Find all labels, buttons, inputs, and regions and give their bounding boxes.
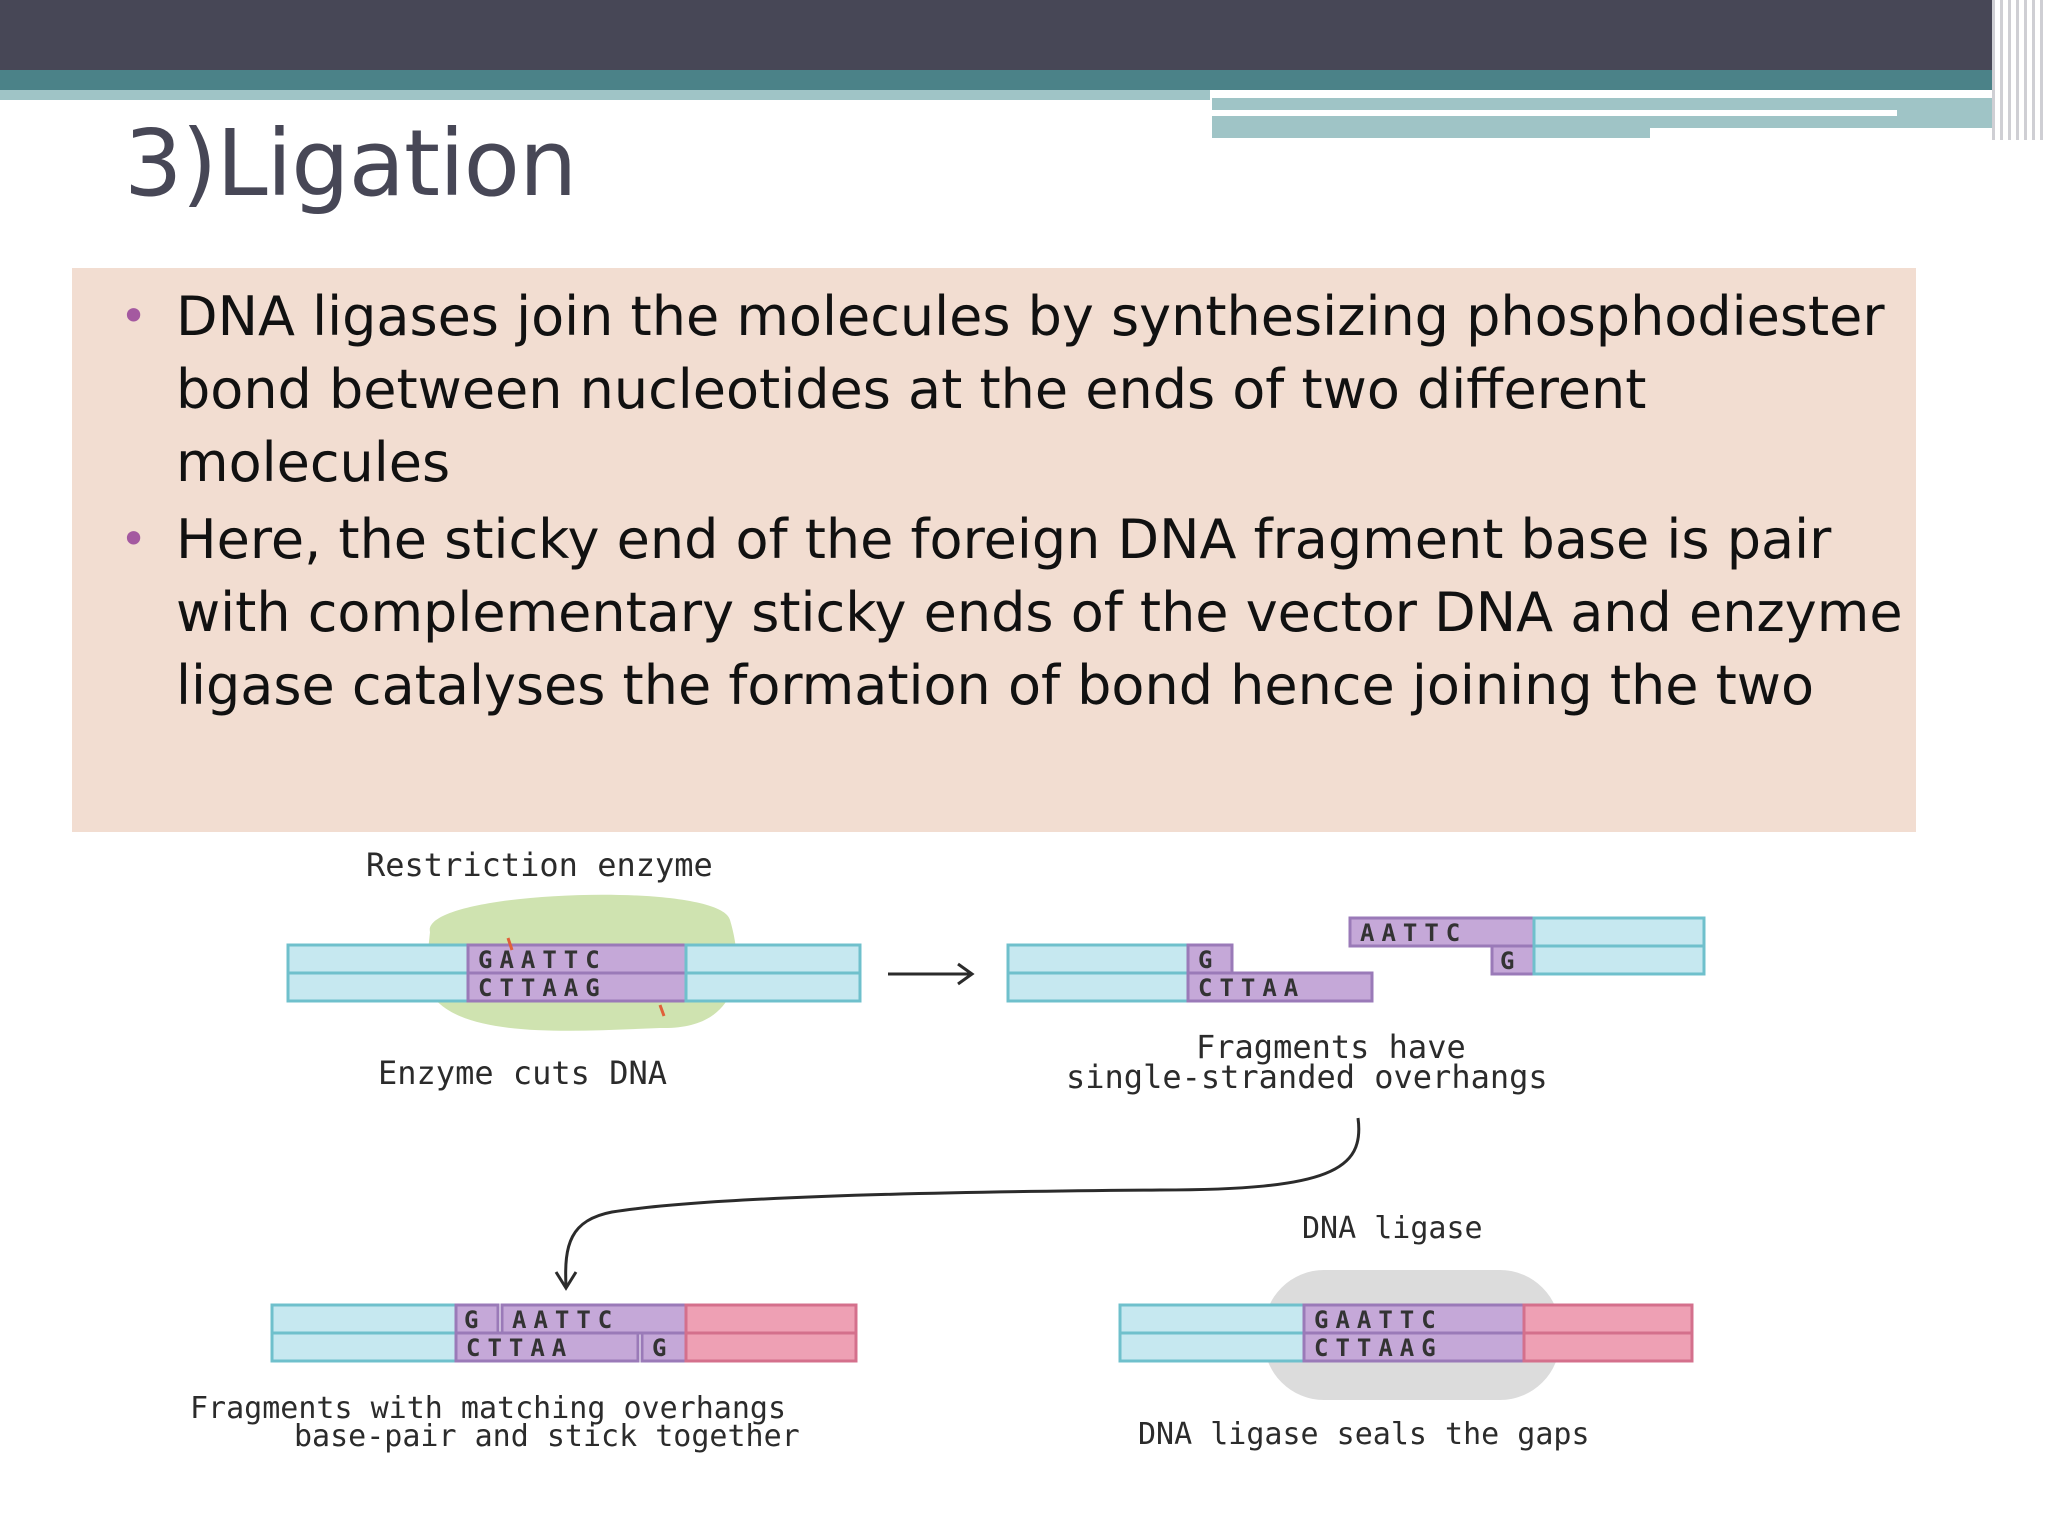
paired-top-left: G — [464, 1306, 485, 1334]
ligation-diagram: Restriction enzyme GAATTC CTTAAG Enzyme … — [190, 846, 1706, 1454]
accent-band-light — [0, 90, 1210, 100]
sealed-dna — [1118, 1303, 1694, 1363]
bullet-text: Here, the sticky end of the foreign DNA … — [176, 508, 1903, 717]
ligase-label: DNA ligase — [1302, 1211, 1483, 1246]
frag-left-bottom: CTTAA — [1198, 974, 1305, 1002]
frag-left-top: G — [1198, 946, 1219, 974]
seq-top: GAATTC — [478, 946, 607, 974]
cut-marker-icon — [658, 1004, 666, 1017]
fragment-left — [1006, 943, 1374, 1003]
sealed-seq-bottom: CTTAAG — [1314, 1334, 1443, 1362]
overhangs-label-2: single-stranded overhangs — [1066, 1058, 1548, 1096]
bullet-item: • DNA ligases join the molecules by synth… — [104, 280, 1904, 499]
arrowhead-icon — [554, 1271, 578, 1291]
cut-label: Enzyme cuts DNA — [378, 1054, 667, 1092]
bullet-text: DNA ligases join the molecules by synthe… — [176, 285, 1885, 494]
annealed-dna — [270, 1303, 858, 1363]
paired-top-right: AATTC — [512, 1306, 619, 1334]
overhangs-label-1: Fragments have — [1196, 1028, 1466, 1066]
bullet-dot-icon: • — [120, 289, 148, 343]
paired-bottom-left: CTTAA — [466, 1334, 573, 1362]
frag-right-top: AATTC — [1360, 919, 1467, 947]
fragment-right — [1348, 916, 1706, 976]
frag-right-bottom: G — [1500, 947, 1521, 975]
seal-label: DNA ligase seals the gaps — [1138, 1417, 1590, 1452]
bullet-item: • Here, the sticky end of the foreign DNA… — [104, 503, 1904, 722]
bullet-list: • DNA ligases join the molecules by synth… — [104, 280, 1904, 726]
restriction-enzyme-label: Restriction enzyme — [366, 846, 713, 884]
curved-arrow-icon — [564, 1117, 1361, 1287]
accent-line-white-short — [1650, 128, 2048, 138]
top-bar — [0, 0, 2048, 70]
seq-bottom: CTTAAG — [478, 974, 607, 1002]
accent-line-white — [1212, 110, 1897, 116]
pair-label-1: Fragments with matching overhangs — [190, 1391, 786, 1426]
pair-label-2: base-pair and stick together — [294, 1419, 800, 1454]
edge-decoration — [1992, 0, 2048, 140]
paired-bottom-right: G — [652, 1334, 673, 1362]
right-arrow-icon — [888, 962, 975, 986]
slide-title: 3)Ligation — [124, 110, 577, 217]
sealed-seq-top: GAATTC — [1314, 1306, 1443, 1334]
content-box — [72, 268, 1916, 832]
accent-band — [0, 70, 2048, 90]
dna-intact — [286, 943, 862, 1003]
cut-marker-icon — [506, 937, 514, 951]
bullet-dot-icon: • — [120, 512, 148, 566]
